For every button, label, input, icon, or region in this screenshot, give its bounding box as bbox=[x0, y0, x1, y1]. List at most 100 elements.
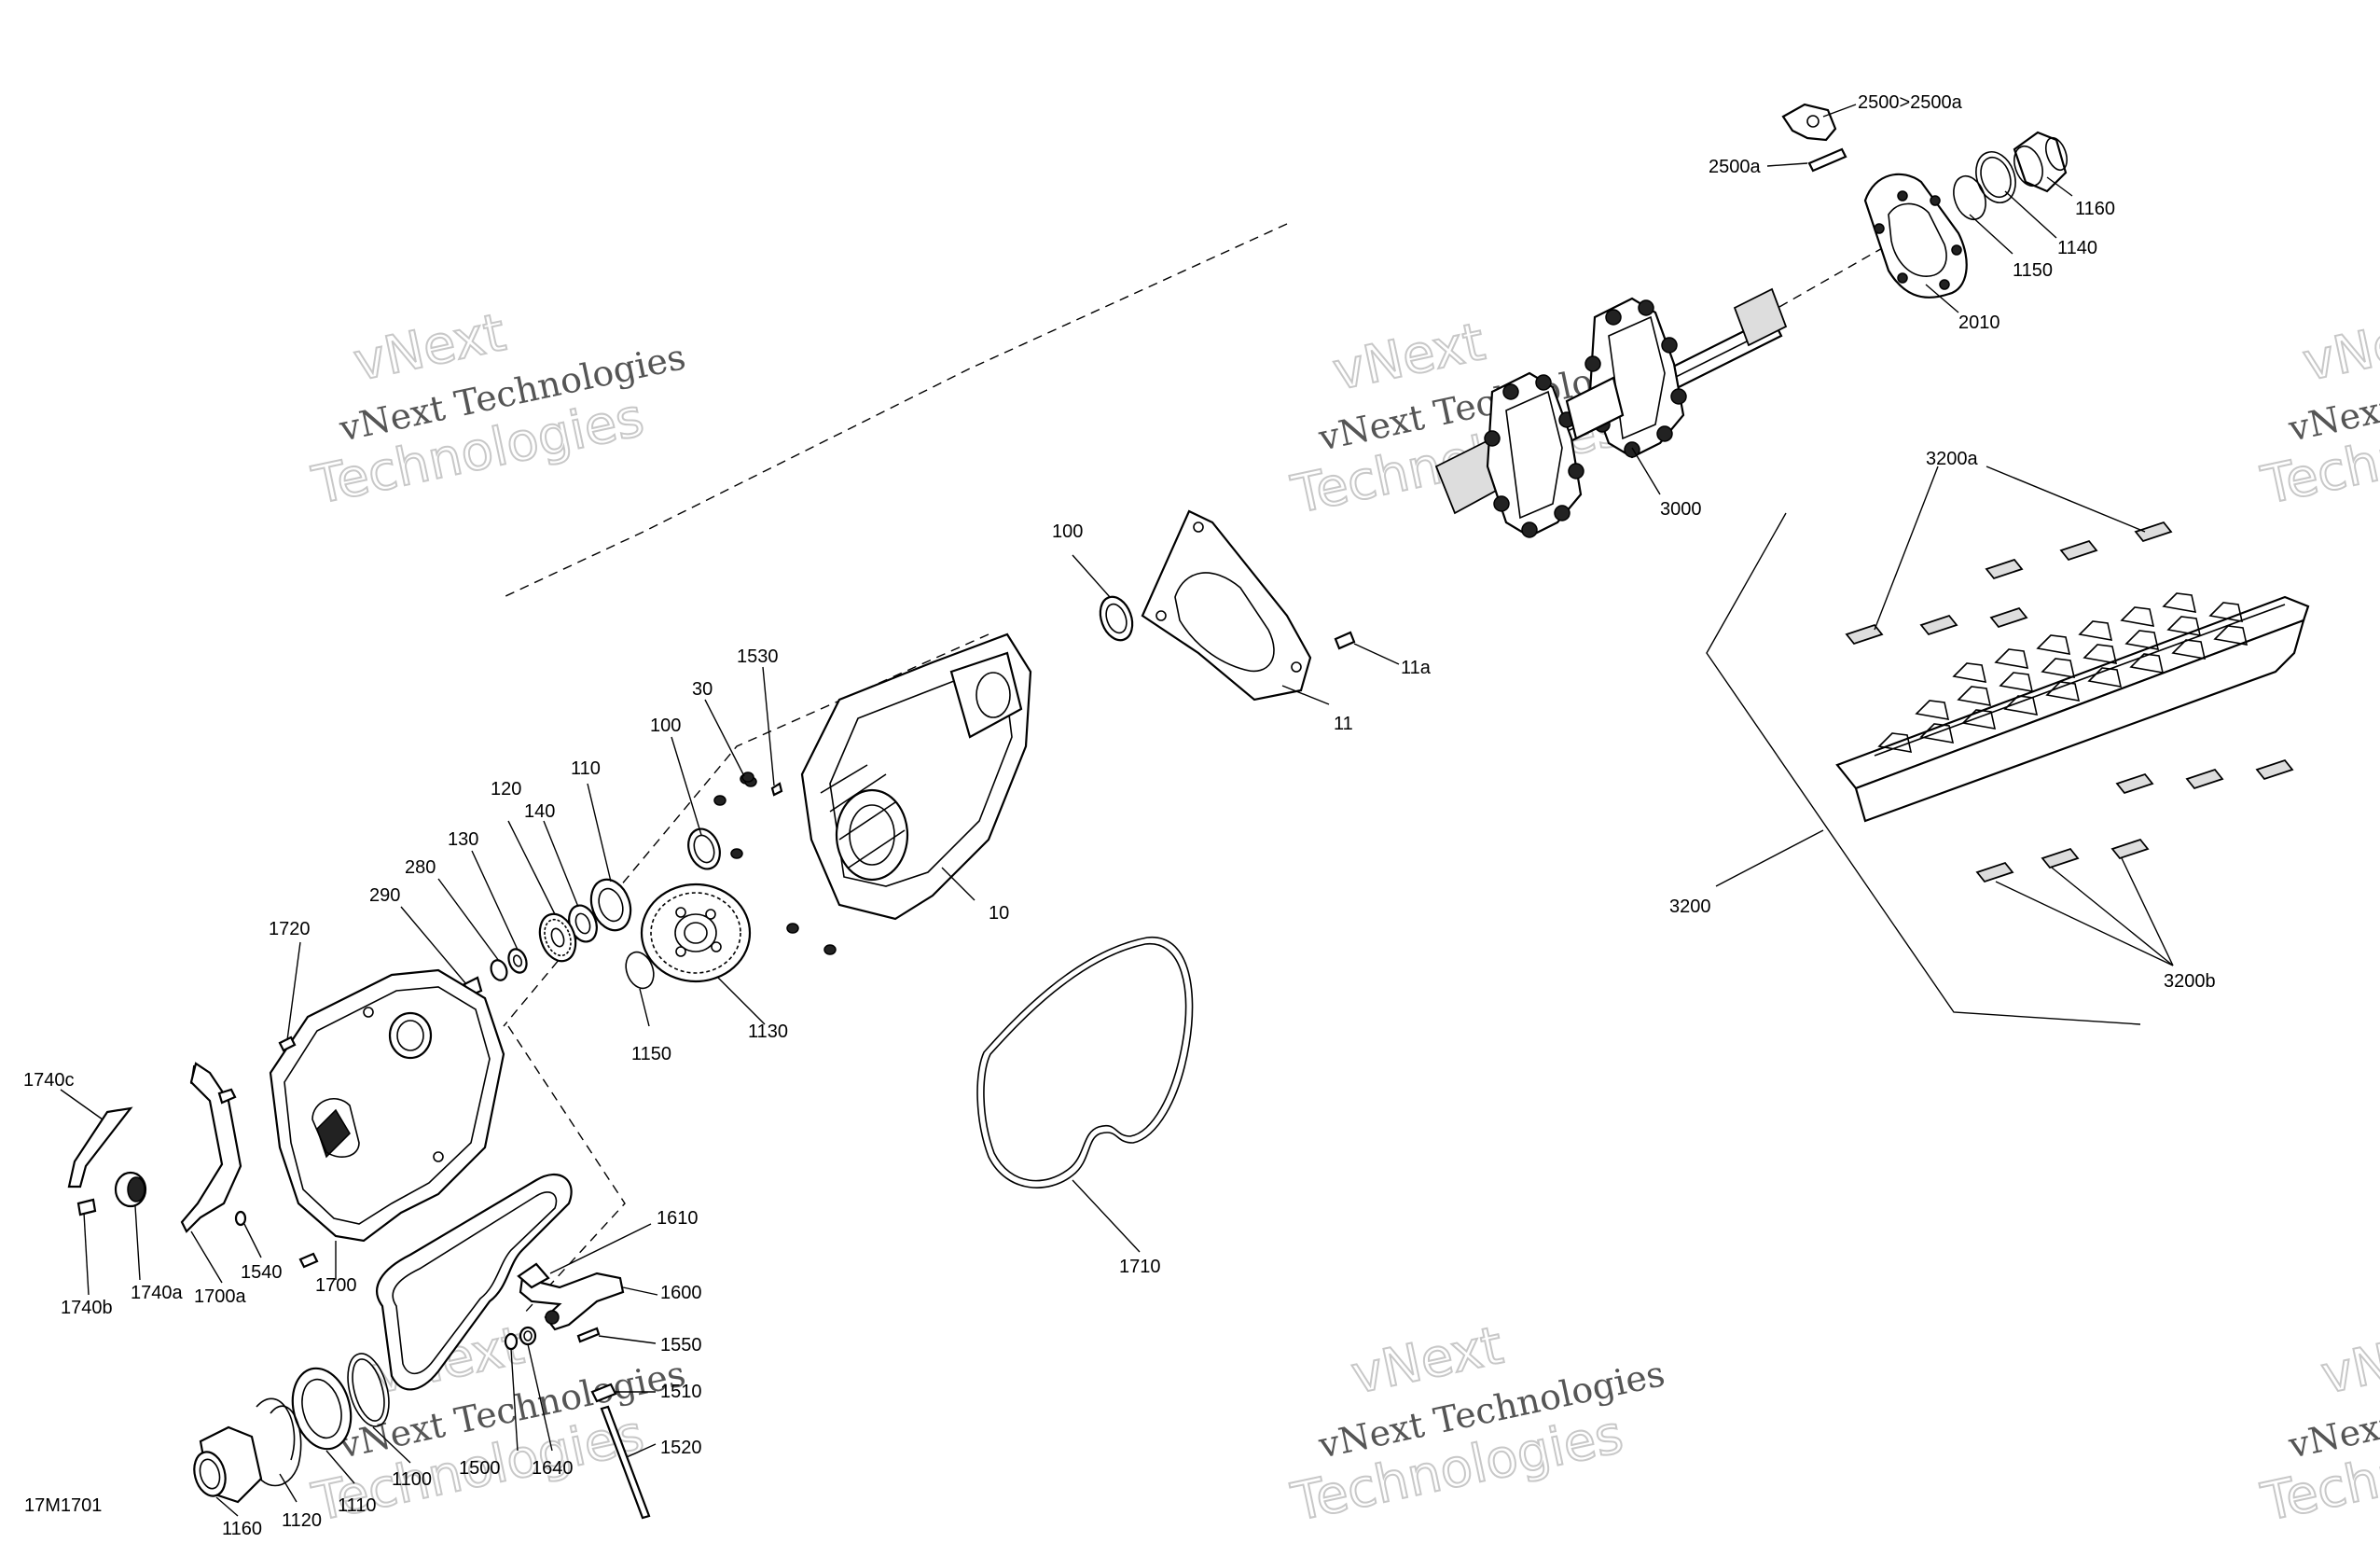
part-1150-ring-mid bbox=[625, 951, 655, 990]
callout-1700: 1700 bbox=[315, 1275, 357, 1296]
part-2010-flange bbox=[1863, 173, 1968, 299]
part-1600-tensioner bbox=[517, 1262, 625, 1331]
callout-3200: 3200 bbox=[1669, 897, 1711, 917]
part-120-spacer bbox=[568, 904, 598, 943]
callout-1700a: 1700a bbox=[194, 1286, 246, 1307]
part-1710-gasket bbox=[976, 937, 1194, 1189]
part-1550-pin bbox=[576, 1327, 601, 1343]
callout-1550: 1550 bbox=[660, 1335, 702, 1355]
callout-1500: 1500 bbox=[459, 1458, 501, 1479]
part-1520-rod bbox=[600, 1405, 651, 1520]
callout-2500a: 2500a bbox=[1709, 157, 1761, 177]
part-3200b-clips bbox=[1975, 758, 2294, 883]
callout-1720: 1720 bbox=[269, 919, 311, 939]
part-1740b-screw bbox=[76, 1198, 97, 1216]
callout-1150-top: 1150 bbox=[2013, 260, 2053, 281]
part-1500-washer bbox=[504, 1332, 519, 1351]
callout-100-mid: 100 bbox=[650, 716, 681, 736]
callout-120: 120 bbox=[491, 779, 521, 799]
part-1510-spring bbox=[590, 1383, 617, 1403]
callout-1640: 1640 bbox=[532, 1458, 574, 1479]
callout-3200b: 3200b bbox=[2164, 971, 2216, 992]
callout-1100: 1100 bbox=[392, 1469, 432, 1490]
part-11a-dowel bbox=[1334, 631, 1356, 650]
callout-1600: 1600 bbox=[660, 1283, 702, 1303]
drawing-number: 17M1701 bbox=[24, 1495, 102, 1516]
callout-30: 30 bbox=[692, 679, 713, 700]
part-1150-ring-top bbox=[1953, 174, 1986, 221]
part-100-seal-top bbox=[1099, 595, 1134, 642]
callout-3000: 3000 bbox=[1660, 499, 1702, 520]
part-1140-ring bbox=[1975, 151, 2016, 203]
callout-1510: 1510 bbox=[660, 1382, 702, 1402]
part-1740c-tube bbox=[67, 1106, 133, 1189]
part-3200a-clips bbox=[1845, 521, 2173, 646]
callout-10: 10 bbox=[989, 903, 1009, 924]
part-280-washer bbox=[490, 959, 508, 981]
part-100-seal-mid bbox=[687, 827, 721, 870]
callout-1140: 1140 bbox=[2057, 238, 2097, 258]
callout-1710: 1710 bbox=[1119, 1257, 1161, 1277]
part-3000-drive-shaft bbox=[1434, 287, 1788, 538]
callout-1740a: 1740a bbox=[131, 1283, 183, 1303]
callout-1110: 1110 bbox=[338, 1495, 377, 1516]
callout-3200a: 3200a bbox=[1926, 449, 1978, 469]
part-1740a-plug bbox=[114, 1171, 147, 1208]
part-11-gasket bbox=[1141, 509, 1312, 702]
callout-2500-2500a: 2500>2500a bbox=[1858, 92, 1963, 113]
callout-140: 140 bbox=[524, 801, 555, 822]
callout-110: 110 bbox=[571, 758, 601, 779]
part-1540-screw bbox=[234, 1210, 247, 1227]
part-1530-screw bbox=[770, 782, 783, 797]
callout-100-top: 100 bbox=[1052, 521, 1083, 542]
part-1120-ring bbox=[251, 1397, 302, 1487]
sprocket-left bbox=[1484, 371, 1584, 538]
callout-1160-top: 1160 bbox=[2075, 199, 2115, 219]
leader-lines bbox=[60, 104, 2174, 1517]
callout-1130: 1130 bbox=[748, 1022, 788, 1042]
part-1160-bearing-bottom bbox=[193, 1425, 263, 1504]
part-2500-clip bbox=[1781, 103, 1837, 142]
part-3200-track bbox=[1835, 592, 2310, 823]
callout-130: 130 bbox=[448, 829, 478, 850]
watermark-3-line1: vNext bbox=[2298, 302, 2380, 394]
callout-1740b: 1740b bbox=[61, 1298, 113, 1318]
assembly-center-lines bbox=[503, 223, 1885, 1316]
part-110-bearing bbox=[589, 878, 632, 932]
part-130-washer bbox=[507, 948, 528, 974]
callout-290: 290 bbox=[369, 885, 400, 906]
watermark-1: vNext vNext Technologies Technologies bbox=[306, 301, 688, 518]
callout-1120: 1120 bbox=[282, 1510, 322, 1531]
part-1700-bolt-lower bbox=[298, 1252, 319, 1269]
callout-1520: 1520 bbox=[660, 1438, 702, 1458]
part-30-nut-top bbox=[741, 772, 754, 783]
watermark-6-line1: vNext bbox=[2316, 1315, 2380, 1407]
callout-2010: 2010 bbox=[1958, 313, 2000, 333]
watermark-3: vNext vNext Technologies Technologies bbox=[2255, 301, 2380, 518]
callout-11: 11 bbox=[1334, 714, 1353, 734]
callout-11a: 11a bbox=[1401, 658, 1432, 678]
part-140-gear bbox=[538, 912, 577, 963]
callout-1610: 1610 bbox=[657, 1208, 699, 1229]
watermark-6: vNext vNext Technologies Technologies bbox=[2255, 1314, 2380, 1535]
part-1100-ring bbox=[347, 1353, 390, 1427]
callout-1540: 1540 bbox=[241, 1262, 283, 1283]
part-1160-bearing-top bbox=[2013, 131, 2069, 193]
bracket-3200 bbox=[1706, 512, 2141, 1025]
callout-labels: 2500>2500a 2500a 1160 1140 1150 2010 300… bbox=[23, 92, 2216, 1539]
part-1110-seal bbox=[291, 1367, 353, 1451]
part-1130-gear bbox=[640, 883, 752, 983]
part-1610-chain bbox=[376, 1173, 573, 1391]
callout-280: 280 bbox=[405, 857, 436, 878]
track-lugs bbox=[1877, 592, 2249, 753]
part-1700a-bracket bbox=[180, 1062, 242, 1233]
callout-1150-mid: 1150 bbox=[631, 1044, 671, 1064]
callout-1530: 1530 bbox=[737, 646, 779, 667]
watermark-5: vNext vNext Technologies Technologies bbox=[1285, 1314, 1667, 1535]
part-1640-nut bbox=[519, 1326, 537, 1346]
part-10-chaincase bbox=[800, 632, 1032, 921]
part-1700-cover bbox=[269, 968, 505, 1243]
callout-1160-bot: 1160 bbox=[222, 1519, 262, 1539]
part-2500a-pin bbox=[1807, 147, 1847, 173]
